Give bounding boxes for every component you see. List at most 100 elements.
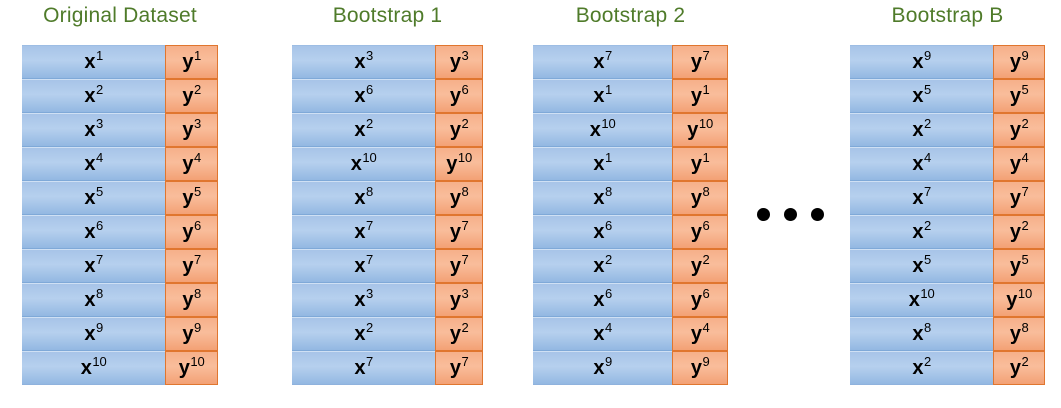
variable-symbol: y	[1009, 357, 1021, 379]
variable-symbol: y	[449, 119, 461, 141]
ellipsis-dot-2	[784, 208, 797, 221]
variable-symbol: y	[690, 153, 702, 175]
panel-title: Bootstrap B	[891, 4, 1004, 27]
variable-symbol: x	[912, 153, 924, 175]
variable-symbol: y	[1009, 153, 1021, 175]
variable-symbol: y	[449, 289, 461, 311]
variable-symbol: x	[354, 357, 366, 379]
variable-symbol: y	[449, 187, 461, 209]
variable-symbol: y	[1009, 85, 1021, 107]
variable-symbol: x	[912, 221, 924, 243]
variable-symbol: x	[354, 85, 366, 107]
variable-symbol: x	[593, 323, 605, 345]
variable-symbol: y	[182, 221, 194, 243]
variable-symbol: x	[354, 323, 366, 345]
ellipsis-indicator	[757, 208, 824, 221]
variable-symbol: y	[446, 153, 458, 175]
variable-symbol: y	[690, 255, 702, 277]
variable-symbol: x	[912, 357, 924, 379]
variable-symbol: y	[1009, 119, 1021, 141]
variable-symbol: x	[84, 187, 96, 209]
variable-symbol: y	[1009, 221, 1021, 243]
variable-symbol: x	[354, 289, 366, 311]
variable-symbol: y	[1006, 289, 1018, 311]
variable-symbol: y	[690, 187, 702, 209]
variable-symbol: y	[449, 255, 461, 277]
variable-symbol: x	[912, 255, 924, 277]
variable-symbol: y	[449, 357, 461, 379]
ellipsis-dot-3	[811, 208, 824, 221]
variable-symbol: y	[182, 187, 194, 209]
variable-symbol: x	[593, 357, 605, 379]
panel-title: Bootstrap 1	[332, 4, 443, 27]
variable-symbol: x	[912, 187, 924, 209]
variable-symbol: y	[182, 289, 194, 311]
variable-symbol: x	[354, 119, 366, 141]
variable-symbol: y	[449, 85, 461, 107]
variable-symbol: x	[912, 119, 924, 141]
variable-symbol: x	[84, 289, 96, 311]
variable-symbol: y	[449, 323, 461, 345]
variable-symbol: x	[84, 85, 96, 107]
variable-symbol: x	[84, 119, 96, 141]
variable-symbol: x	[354, 221, 366, 243]
variable-symbol: y	[1009, 323, 1021, 345]
variable-symbol: y	[690, 85, 702, 107]
variable-symbol: y	[690, 51, 702, 73]
variable-symbol: y	[690, 357, 702, 379]
variable-symbol: x	[593, 289, 605, 311]
variable-symbol: x	[593, 85, 605, 107]
variable-symbol: y	[449, 221, 461, 243]
variable-symbol: y	[182, 323, 194, 345]
